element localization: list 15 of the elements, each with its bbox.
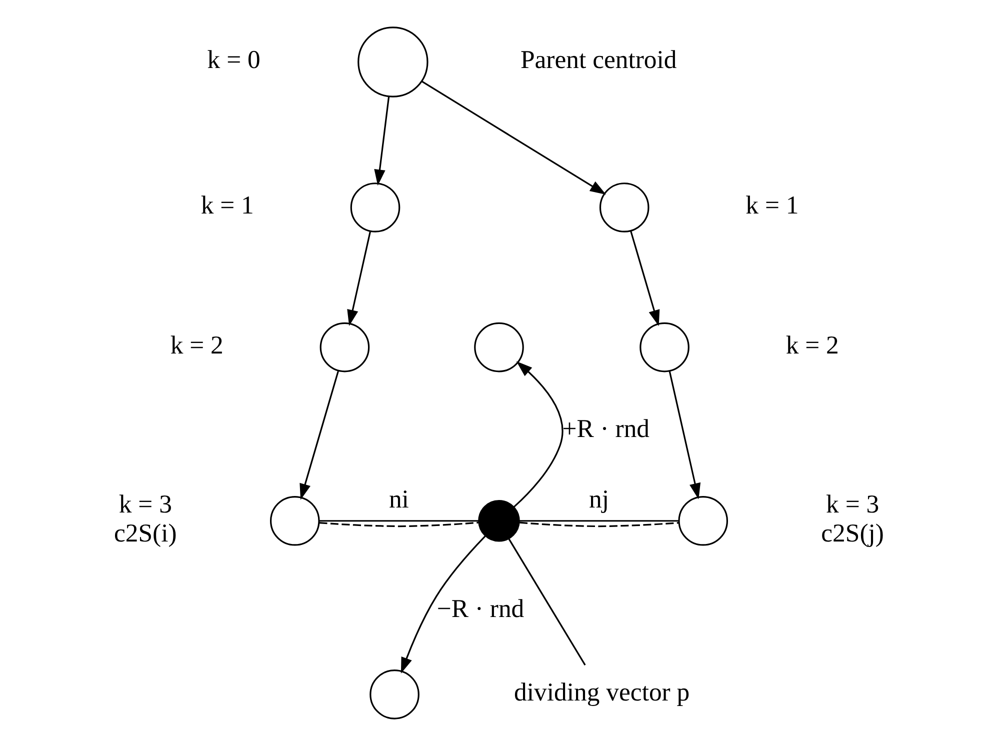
node-label: k = 1: [745, 190, 798, 220]
edge-label: −R · rnd: [436, 594, 524, 623]
edge-label: +R · rnd: [562, 414, 650, 443]
node-label: c2S(j): [820, 518, 884, 548]
edge-label: nj: [588, 484, 609, 514]
node-label: k = 0: [206, 45, 260, 74]
node-text: dividing vector p: [514, 678, 690, 707]
node-label: k = 2: [170, 330, 223, 360]
node-label: k = 1: [200, 190, 254, 220]
node-label: c2S(i): [114, 518, 176, 548]
node-label: Parent centroid: [520, 45, 676, 74]
node-label: k = 3: [826, 490, 879, 519]
edge-label: ni: [388, 484, 408, 514]
node-label: k = 3: [118, 490, 172, 519]
node-label: k = 2: [785, 330, 838, 360]
